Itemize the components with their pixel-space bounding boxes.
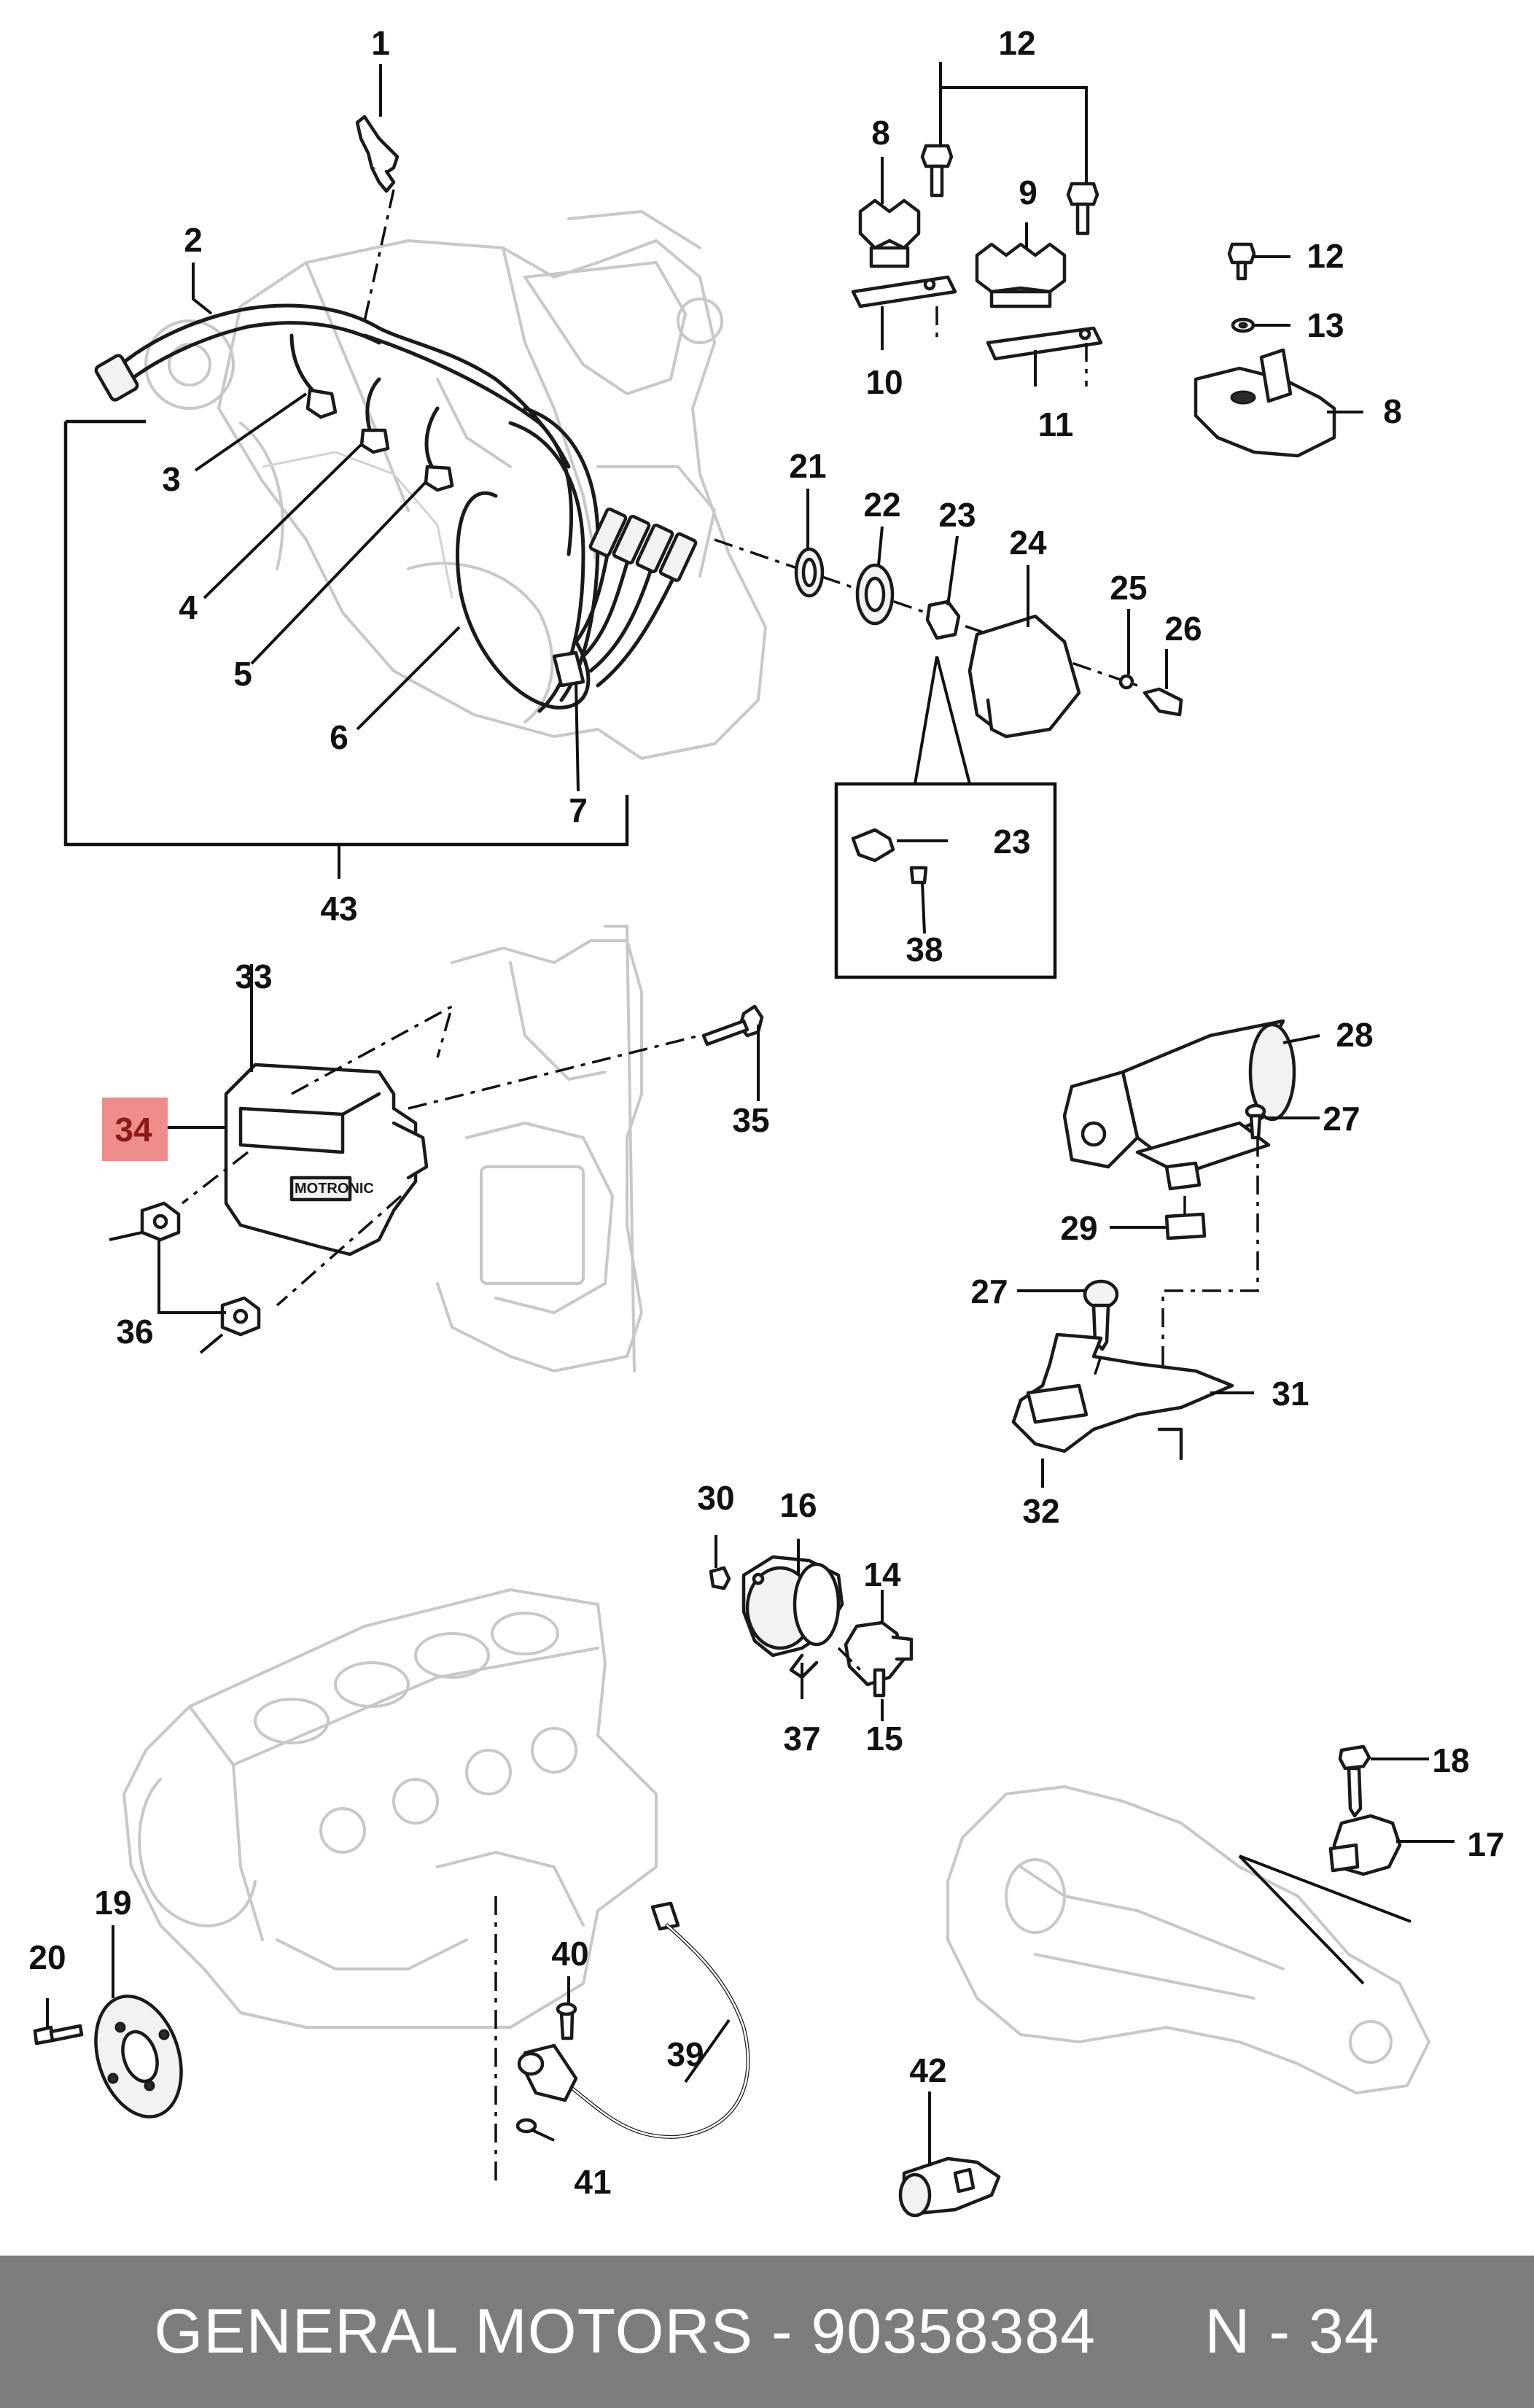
engine-ghost-top <box>144 210 767 760</box>
callout-42: 42 <box>909 2051 946 2089</box>
plate-part-10 <box>851 275 957 308</box>
connector-part-42 <box>898 2092 1001 2218</box>
bolt-part-20 <box>33 2024 84 2046</box>
callout-26: 26 <box>1164 610 1202 648</box>
callout-38: 38 <box>906 931 943 968</box>
bolt-part-12-small <box>1227 242 1256 281</box>
callout-1: 1 <box>371 24 390 62</box>
callout-9: 9 <box>1019 174 1037 211</box>
crank-leaders <box>46 1896 731 2180</box>
engine-ghost-middle <box>436 925 643 1372</box>
callout-43: 43 <box>320 890 357 928</box>
callout-27-bottom: 27 <box>970 1273 1008 1310</box>
callout-22: 22 <box>863 486 900 524</box>
callout-32: 32 <box>1022 1492 1059 1530</box>
callout-13: 13 <box>1307 306 1344 344</box>
callout-23-inset: 23 <box>993 823 1030 861</box>
footer-bar: GENERAL MOTORS - 90358384 N - 34 <box>0 2256 1534 2408</box>
callout-25: 25 <box>1110 569 1147 607</box>
callout-19: 19 <box>94 1884 131 1922</box>
callout-34: 34 <box>114 1111 152 1149</box>
callout-11: 11 <box>1038 405 1074 443</box>
callout-7: 7 <box>569 791 588 829</box>
top-right-leaders <box>881 62 1363 413</box>
footer-separator: - <box>771 2296 793 2366</box>
harness-bracket-43 <box>63 419 629 879</box>
ecu-module-part-34: MOTRONIC <box>224 1063 429 1257</box>
callout-8-right: 8 <box>1383 392 1402 430</box>
motor-part-28 <box>1062 1019 1296 1191</box>
callout-39: 39 <box>666 2035 704 2073</box>
washer-part-13 <box>1231 317 1255 333</box>
sensor-parts-14-16-30-37-15 <box>709 1555 914 1698</box>
inset-box-parts-23-38 <box>834 656 1057 979</box>
callout-8-top: 8 <box>871 114 890 152</box>
spark-plug-part-1 <box>355 114 400 193</box>
harness-leaders <box>192 64 1168 934</box>
nut-parts-36 <box>140 1201 261 1337</box>
bracket-part-8-right <box>1194 348 1336 458</box>
callout-21: 21 <box>789 447 826 485</box>
clip-part-9 <box>975 242 1067 308</box>
motor-leaders <box>1017 1034 1320 1488</box>
engine-block-ghost <box>122 1588 658 2029</box>
ecu-leaders <box>109 964 760 1354</box>
callout-34-highlight <box>102 1098 168 1161</box>
callout-20: 20 <box>28 1938 66 1976</box>
footer-text: GENERAL MOTORS - 90358384 N - 34 <box>154 2296 1379 2368</box>
callout-3: 3 <box>162 460 181 498</box>
reluctor-wheel-part-19 <box>94 1995 183 2118</box>
sensor-parts-17-18 <box>1238 1744 1455 1985</box>
callout-5: 5 <box>233 655 252 693</box>
callout-6: 6 <box>330 718 349 756</box>
callout-33: 33 <box>235 958 272 995</box>
plate-part-11 <box>986 326 1103 361</box>
callout-numbers: 1 2 3 4 5 6 7 8 8 9 10 11 12 12 13 14 15… <box>28 24 1504 2201</box>
exploded-parts-diagram: MOTRONIC <box>28 24 1505 2218</box>
callout-35: 35 <box>732 1101 769 1139</box>
callout-27-top: 27 <box>1323 1100 1360 1138</box>
callout-30: 30 <box>697 1479 734 1517</box>
ignition-wire-set-parts-2-7 <box>94 189 698 713</box>
distributor-parts-21-26 <box>714 538 1183 739</box>
callout-12-top: 12 <box>998 24 1035 62</box>
bolt-part-12-right <box>1066 182 1099 236</box>
callout-37: 37 <box>783 1720 820 1758</box>
callout-15: 15 <box>865 1720 903 1758</box>
callout-23-top: 23 <box>938 496 976 534</box>
callout-24: 24 <box>1009 524 1047 562</box>
crank-sensor-parts-39-41 <box>515 1901 750 2139</box>
callout-2: 2 <box>184 221 203 259</box>
callout-40: 40 <box>551 1935 588 1973</box>
module-brand-label: MOTRONIC <box>295 1181 374 1197</box>
callout-31: 31 <box>1272 1375 1309 1413</box>
callout-16: 16 <box>779 1486 817 1524</box>
connector-part-29 <box>1164 1212 1207 1240</box>
footer-ref: N - 34 <box>1204 2296 1380 2366</box>
footer-part-number: 90358384 <box>811 2296 1097 2366</box>
bracket-parts-31-32 <box>1011 1332 1234 1461</box>
clip-part-8-top <box>858 198 921 268</box>
callout-14: 14 <box>863 1556 901 1593</box>
bolt-part-35 <box>701 1004 764 1046</box>
callout-17: 17 <box>1467 1825 1504 1863</box>
callout-18: 18 <box>1432 1741 1469 1779</box>
callout-10: 10 <box>865 363 903 401</box>
intake-manifold-ghost <box>946 1785 1430 2094</box>
callout-29: 29 <box>1060 1209 1097 1247</box>
footer-brand: GENERAL MOTORS <box>154 2296 753 2366</box>
callout-4: 4 <box>179 589 198 626</box>
callout-28: 28 <box>1336 1016 1373 1054</box>
screw-part-27-bottom <box>1083 1279 1119 1351</box>
callout-12-right: 12 <box>1307 237 1344 275</box>
bolt-part-12-left <box>920 144 954 198</box>
callout-41: 41 <box>574 2163 611 2201</box>
callout-36: 36 <box>116 1313 153 1351</box>
sensor-leaders <box>715 1535 884 1721</box>
